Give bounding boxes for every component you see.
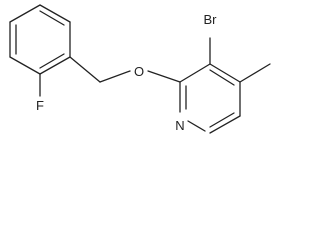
- o-c2-bond: [147, 70, 181, 83]
- fluorobenzene-ring: [9, 4, 71, 75]
- double-bond-inner: [209, 112, 235, 128]
- bromine-label: Br: [204, 12, 218, 27]
- ch2-o-bond: [99, 70, 131, 83]
- bond: [39, 4, 71, 23]
- bond: [209, 63, 241, 83]
- double-bond-inner: [39, 10, 65, 26]
- nitrogen-label: N: [175, 118, 184, 133]
- bond: [209, 115, 241, 134]
- bond: [9, 56, 41, 75]
- fluorine-label: F: [36, 98, 44, 113]
- bond: [187, 120, 206, 132]
- chemical-structure-diagram: Br O F N: [9, 4, 271, 134]
- oxygen-label: O: [134, 64, 144, 79]
- methyl-bond: [239, 63, 271, 83]
- bond: [39, 56, 71, 75]
- bond: [9, 4, 41, 23]
- pyridine-ring: [179, 63, 241, 134]
- double-bond-inner: [39, 53, 65, 69]
- ring-ch2-bond: [69, 56, 101, 83]
- double-bond-inner: [209, 69, 235, 86]
- bond: [179, 63, 211, 83]
